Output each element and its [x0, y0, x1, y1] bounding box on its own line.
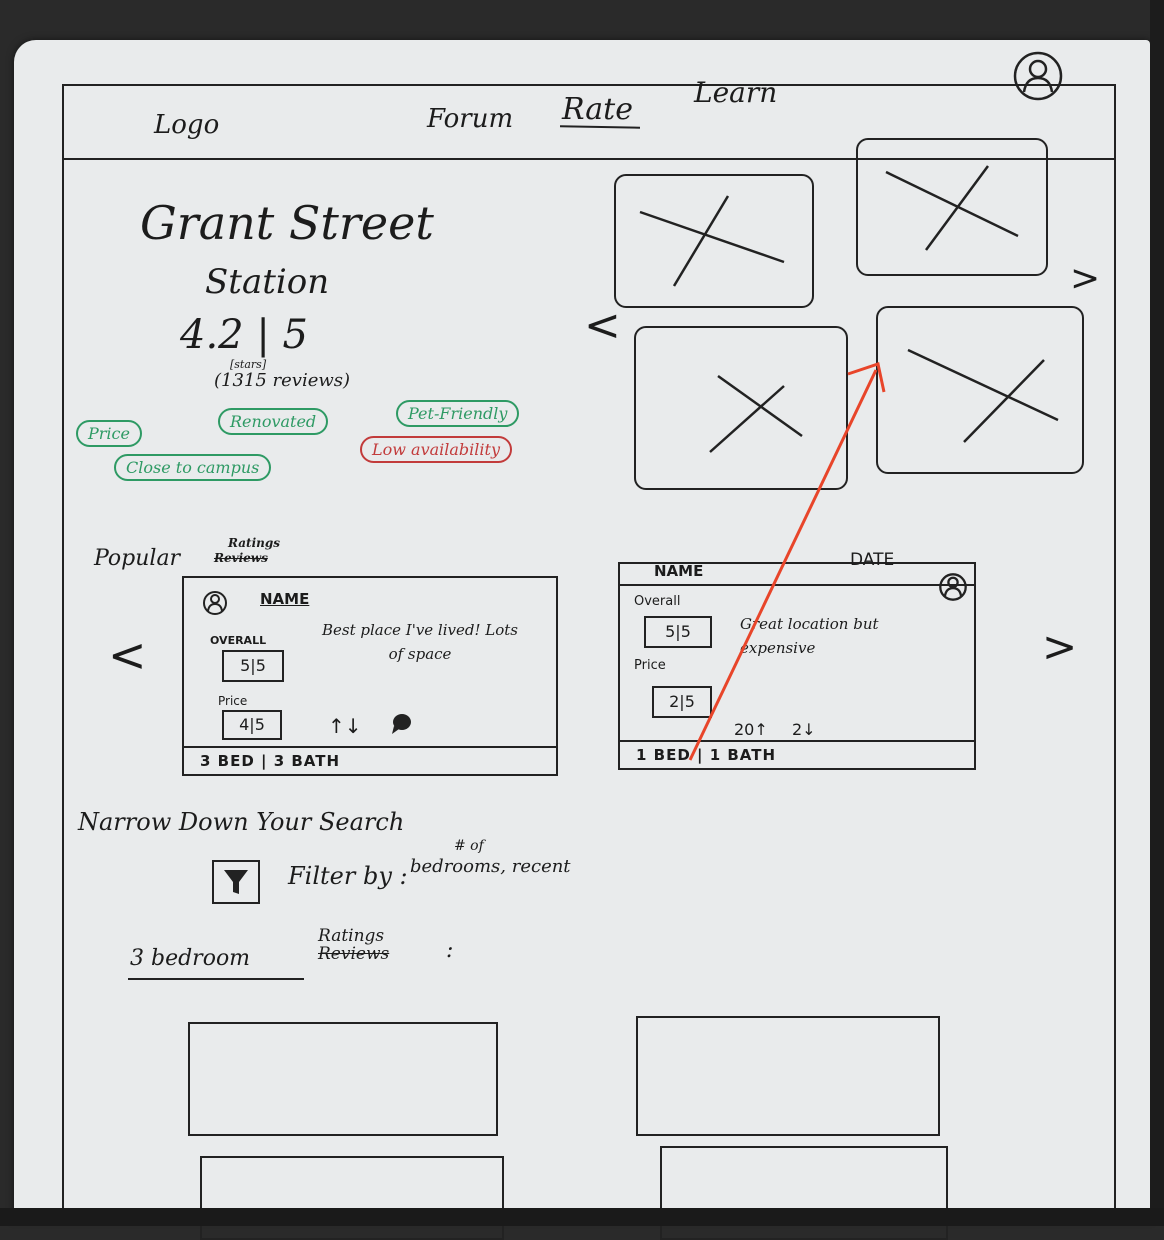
review-text: Great location but expensive — [740, 615, 879, 657]
tag-pet-friendly[interactable]: Pet-Friendly — [396, 400, 520, 427]
result-card-1[interactable] — [188, 1022, 498, 1136]
gallery-image-2[interactable] — [856, 138, 1048, 276]
overall-rating: 5|5 — [222, 650, 284, 682]
result-card-3[interactable] — [200, 1156, 504, 1240]
filter-icon[interactable] — [212, 860, 260, 904]
overall-label: OVERALL — [210, 634, 267, 647]
reviewer-avatar-icon — [203, 591, 227, 615]
comment-icon[interactable] — [390, 712, 412, 736]
paper-edge — [1150, 0, 1164, 1226]
card-footer: 1 BED | 1 BATH — [620, 740, 974, 768]
popular-ratings-label: Ratings — [228, 536, 280, 550]
price-label: Price — [218, 694, 248, 708]
listing-title-line1: Grant Street — [140, 196, 434, 250]
filter-label: Filter by : — [288, 862, 408, 890]
review-count[interactable]: (1315 reviews) — [214, 370, 351, 391]
popular-next-button[interactable]: > — [1042, 622, 1078, 671]
image-placeholder-icon — [907, 348, 1059, 443]
nav-link-forum[interactable]: Forum — [427, 104, 514, 134]
gallery-image-1[interactable] — [614, 174, 814, 308]
result-card-2[interactable] — [636, 1016, 940, 1136]
gallery-image-4[interactable] — [876, 306, 1084, 474]
overall-label: Overall — [634, 594, 681, 609]
overall-rating: 5|5 — [644, 616, 712, 648]
bedroom-underline — [128, 978, 304, 980]
popular-prev-button[interactable]: < — [108, 628, 147, 682]
navbar: Logo Forum Rate Learn — [62, 51, 1114, 160]
price-rating: 4|5 — [222, 710, 282, 740]
bedroom-ratings-label: Ratings — [318, 926, 385, 946]
popular-section-label: Popular — [94, 546, 181, 571]
reviewer-avatar-icon — [939, 573, 967, 601]
nav-link-rate[interactable]: Rate — [562, 92, 633, 127]
bedroom-colon: : — [446, 938, 454, 963]
downvote-count[interactable]: 2↓ — [792, 720, 816, 739]
page-frame — [62, 84, 1116, 1216]
nav-link-learn[interactable]: Learn — [694, 76, 778, 109]
image-placeholder-icon — [885, 165, 1019, 251]
reviewer-name[interactable]: NAME — [654, 562, 704, 580]
tag-low-availability[interactable]: Low availability — [360, 436, 512, 463]
bedroom-filter-label: 3 bedroom — [130, 946, 251, 971]
tag-price[interactable]: Price — [76, 420, 142, 447]
review-card-2[interactable]: NAME DATE Overall 5|5 Price 2|5 Great lo… — [618, 550, 976, 770]
card-footer: 3 BED | 3 BATH — [184, 746, 556, 774]
image-placeholder-icon — [709, 374, 803, 453]
photo-bottom-edge — [0, 1208, 1164, 1226]
review-text: Best place I've lived! Lots of space — [321, 621, 518, 663]
listing-score: 4.2 | 5 — [180, 312, 308, 358]
logo[interactable]: Logo — [154, 110, 220, 140]
popular-reviews-label-struck: Reviews — [214, 551, 268, 565]
reviewer-name[interactable]: NAME — [260, 590, 310, 608]
tag-renovated[interactable]: Renovated — [218, 408, 329, 435]
filter-options-top: # of — [454, 838, 484, 854]
review-date: DATE — [850, 550, 895, 570]
filter-options[interactable]: bedrooms, recent — [410, 856, 571, 877]
review-card-1[interactable]: NAME OVERALL 5|5 Price 4|5 Best place I'… — [182, 576, 558, 776]
gallery-prev-button[interactable]: < — [584, 300, 621, 351]
upvote-count[interactable]: 20↑ — [734, 720, 768, 739]
gallery-image-3[interactable] — [634, 326, 848, 490]
listing-title-line2: Station — [205, 262, 330, 302]
price-label: Price — [634, 658, 666, 673]
vote-arrows[interactable]: ↑↓ — [328, 714, 362, 738]
user-avatar-icon[interactable] — [1012, 50, 1064, 102]
gallery-next-button[interactable]: > — [1070, 258, 1101, 299]
image-placeholder-icon — [639, 195, 785, 287]
bedroom-reviews-label-struck: Reviews — [318, 944, 390, 964]
active-nav-underline — [559, 125, 641, 129]
stars-placeholder: [stars] — [230, 358, 267, 371]
price-rating: 2|5 — [652, 686, 712, 718]
tag-close-to-campus[interactable]: Close to campus — [114, 454, 272, 481]
search-heading: Narrow Down Your Search — [78, 808, 405, 836]
